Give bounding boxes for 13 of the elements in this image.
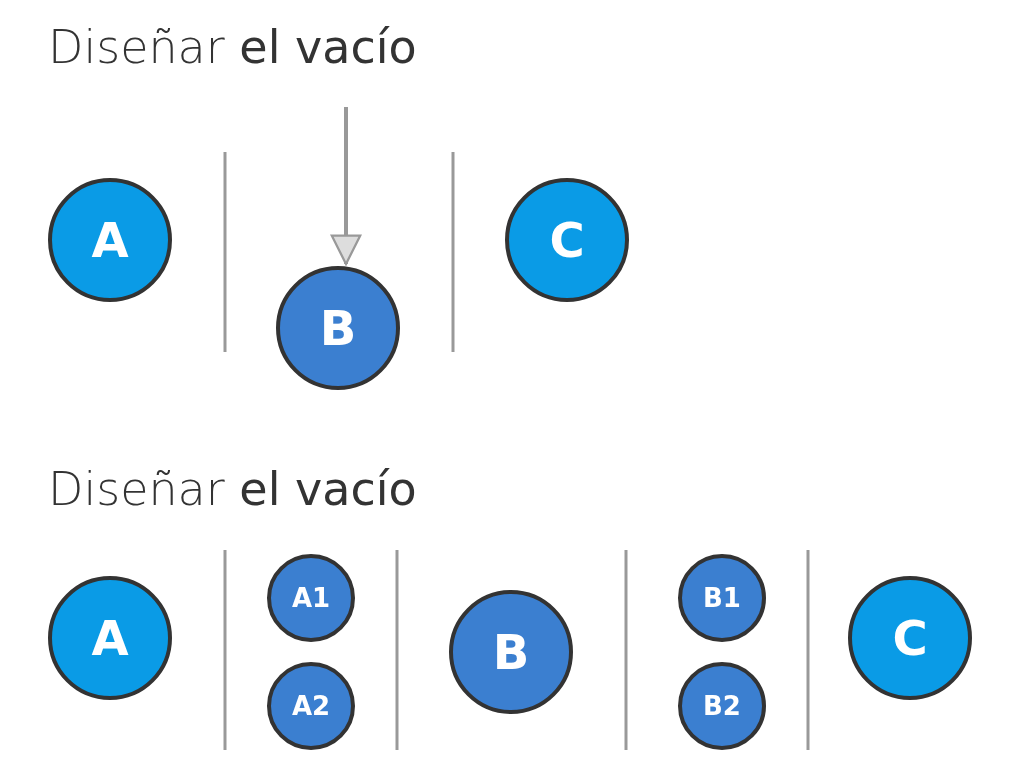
letter-circle: A: [48, 576, 172, 700]
letter-circle: C: [848, 576, 972, 700]
letter-circle: A2: [267, 662, 355, 750]
letter-circle: A: [48, 178, 172, 302]
letter-circle: B: [449, 590, 573, 714]
heading: Diseñar el vacío: [48, 24, 417, 70]
letter-circle: C: [505, 178, 629, 302]
arrow: [330, 107, 362, 266]
letter-circle: A1: [267, 554, 355, 642]
letter-circle: B1: [678, 554, 766, 642]
heading: Diseñar el vacío: [48, 466, 417, 512]
letter-circle: B2: [678, 662, 766, 750]
letter-circle: B: [276, 266, 400, 390]
